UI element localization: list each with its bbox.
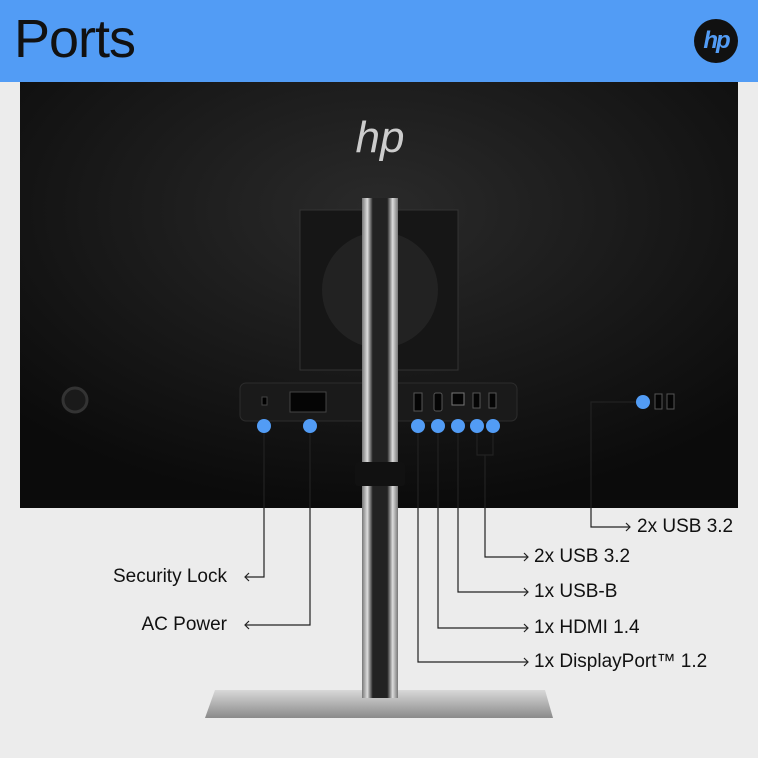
- hdmi-port: [433, 392, 443, 412]
- side-usb-port-1: [654, 393, 663, 410]
- displayport-port: [413, 392, 423, 412]
- page-title: Ports: [14, 9, 136, 69]
- usb-port-2: [488, 392, 497, 409]
- stand-neck: [362, 198, 398, 698]
- label-usb-side: 2x USB 3.2: [637, 516, 734, 537]
- usb-port-1: [472, 392, 481, 409]
- dot-side-usb: [636, 395, 650, 409]
- dot-usb-2: [486, 419, 500, 433]
- hp-logo: hp: [694, 19, 738, 63]
- label-displayport: 1x DisplayPort™ 1.2: [534, 651, 708, 672]
- leader-lines: [245, 401, 643, 663]
- label-usb-b: 1x USB-B: [534, 581, 618, 602]
- cable-clip: [355, 462, 405, 486]
- ac-power-port: [289, 391, 327, 413]
- power-button: [61, 386, 89, 414]
- label-ac-power: AC Power: [141, 614, 227, 635]
- label-security-lock: Security Lock: [112, 566, 227, 587]
- header-banner: Ports hp: [0, 0, 758, 82]
- label-hdmi: 1x HDMI 1.4: [534, 617, 640, 638]
- security-lock-slot: [261, 396, 268, 406]
- label-usb-rear: 2x USB 3.2: [534, 546, 631, 567]
- monitor-hp-logo: hp: [356, 113, 405, 162]
- dot-usb-1: [470, 419, 484, 433]
- dot-usb-b: [451, 419, 465, 433]
- arrow-heads: [244, 522, 631, 667]
- usb-b-port: [451, 392, 465, 406]
- stand-base: [205, 690, 553, 718]
- dot-ac-power: [303, 419, 317, 433]
- side-usb-port-2: [666, 393, 675, 410]
- dot-security-lock: [257, 419, 271, 433]
- callout-dots: [257, 395, 650, 433]
- dot-hdmi: [431, 419, 445, 433]
- dot-displayport: [411, 419, 425, 433]
